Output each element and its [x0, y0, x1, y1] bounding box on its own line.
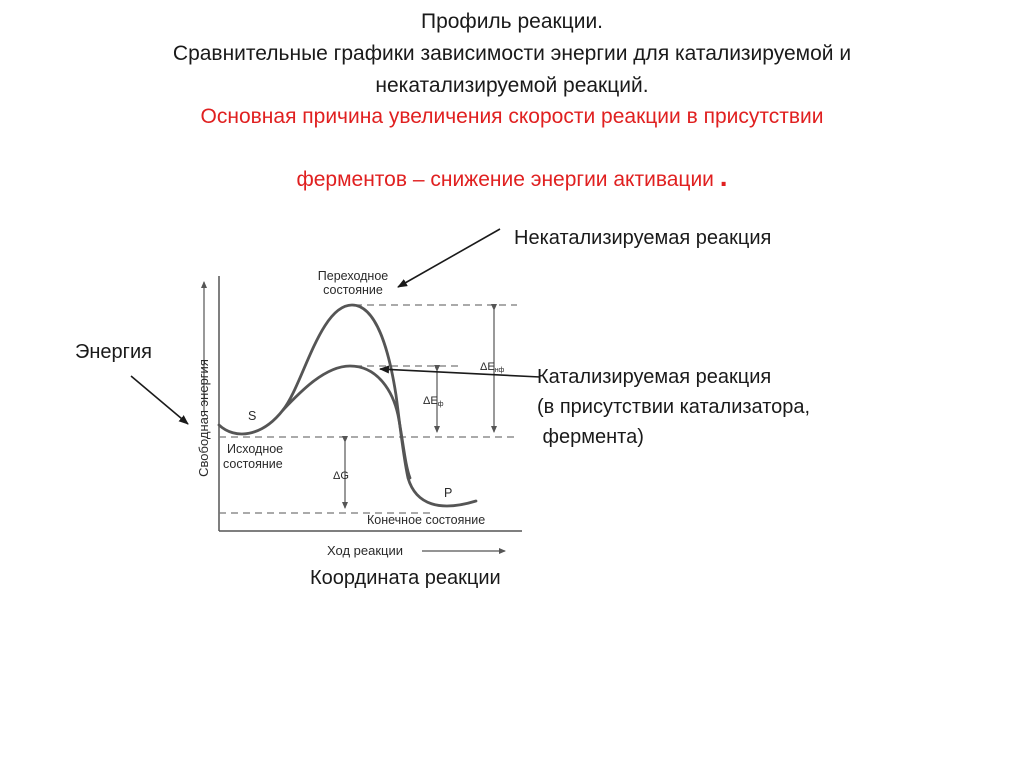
highlight-line-2: ферментов – снижение энергии активации . [0, 161, 1024, 196]
reaction-coordinate-label: Координата реакции [310, 567, 501, 589]
delta-e-cat-label: ΔEф [423, 395, 444, 408]
uncatalyzed-reaction-label: Некатализируемая реакция [514, 227, 772, 249]
catalyzed-curve [281, 364, 412, 480]
x-axis-label: Ход реакции [327, 543, 403, 558]
highlight-dot: . [719, 161, 728, 192]
delta-e-uncat-sub: нф [495, 367, 505, 374]
catalyzed-reaction-label-3: фермента) [537, 426, 644, 448]
uncatalyzed-callout-arrow [397, 228, 501, 288]
catalyzed-reaction-label-1: Катализируемая реакция [537, 366, 772, 388]
final-state-label: Конечное состояние [367, 513, 485, 527]
energy-label: Энергия [75, 341, 152, 363]
transition-state-label-2: состояние [323, 283, 383, 297]
measurement-arrows [342, 304, 497, 509]
highlight-line-1: Основная причина увеличения скорости реа… [200, 105, 824, 128]
reference-lines [219, 304, 517, 514]
title-line-3: некатализируемой реакций. [375, 74, 649, 97]
delta-g-label: ΔG [333, 470, 349, 482]
substrate-label: S [248, 409, 256, 423]
delta-g-text: ΔG [333, 470, 349, 482]
y-axis-label: Свободная энергия [196, 359, 211, 477]
delta-e-uncat-text: ΔE [480, 361, 495, 373]
catalyzed-reaction-label-2: (в присутствии катализатора, [537, 396, 811, 418]
delta-e-cat-text: ΔE [423, 395, 438, 407]
initial-state-label-1: Исходное [227, 442, 283, 456]
delta-e-uncat-label: ΔEнф [480, 361, 505, 374]
delta-e-cat-sub: ф [438, 401, 444, 408]
product-label: P [444, 486, 452, 500]
energy-callout-arrow [130, 375, 189, 425]
uncatalyzed-curve [217, 303, 478, 508]
catalyzed-callout-arrow [379, 365, 541, 378]
initial-state-label-2: состояние [223, 457, 283, 471]
transition-state-label-1: Переходное [318, 269, 389, 283]
title-line-1: Профиль реакции. [420, 10, 604, 33]
highlight-line-2-text: ферментов – снижение энергии активации [296, 168, 714, 191]
title-line-2: Сравнительные графики зависимости энерги… [172, 42, 852, 65]
